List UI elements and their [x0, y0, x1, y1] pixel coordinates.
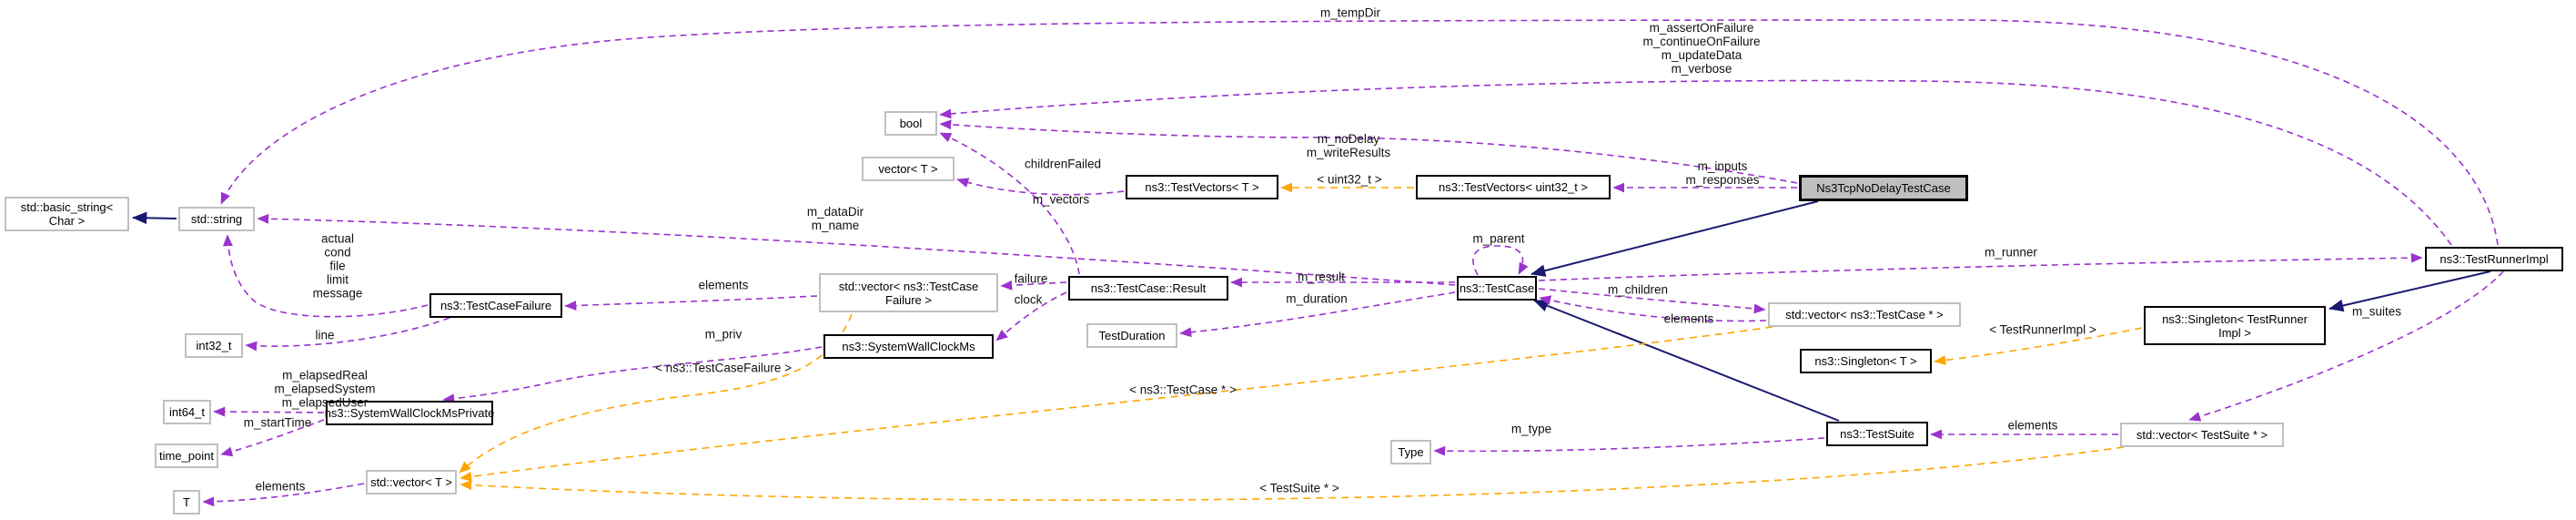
node-std-string: std::string — [178, 207, 255, 231]
edge-member-m-suites — [2188, 270, 2504, 422]
edge-label-template-test-case-failure: < ns3::TestCaseFailure > — [654, 361, 793, 375]
edge-inherit-test-runner-impl-to-singleton — [2329, 270, 2491, 312]
node-int32-t: int32_t — [185, 333, 243, 358]
edge-member-runner-flags — [939, 79, 2452, 246]
node-int64-t: int64_t — [163, 400, 211, 424]
edge-label-template-test-case-ptr: < ns3::TestCase * > — [1129, 382, 1237, 397]
edge-label-member-failure-strings: actual cond file limit message — [312, 231, 363, 301]
edge-label-member-m-starttime: m_startTime — [243, 415, 312, 430]
node-singleton-test-runner-impl[interactable]: ns3::Singleton< TestRunner Impl > — [2144, 306, 2326, 345]
node-singleton-t[interactable]: ns3::Singleton< T > — [1800, 349, 1932, 373]
edge-inherit-main-to-test-case — [1530, 200, 1819, 277]
node-vector-test-case-failure: std::vector< ns3::TestCase Failure > — [819, 273, 998, 312]
edge-member-m-parent — [1472, 245, 1529, 276]
edge-label-member-m-suites: m_suites — [2351, 304, 2402, 319]
edge-label-member-elements-testsuite: elements — [2007, 418, 2058, 433]
edge-label-member-childrenfailed: childrenFailed — [1024, 157, 1102, 171]
edge-member-line — [245, 317, 450, 352]
edge-label-member-elements-t: elements — [255, 479, 306, 494]
node-test-case-failure[interactable]: ns3::TestCaseFailure — [429, 293, 562, 318]
edge-label-member-m-priv: m_priv — [704, 327, 742, 342]
edge-label-member-failure: failure — [1014, 271, 1048, 286]
node-bool: bool — [884, 111, 937, 136]
node-time-point: time_point — [155, 444, 218, 468]
node-test-vectors-t[interactable]: ns3::TestVectors< T > — [1126, 175, 1278, 199]
edge-label-member-m-inputs: m_inputs m_responses — [1685, 159, 1760, 187]
edge-label-member-clock: clock — [1014, 292, 1043, 307]
edge-inherit-string-to-basic-string — [132, 211, 177, 225]
edge-member-elements-tcf — [564, 295, 818, 311]
edge-label-template-test-suite-ptr: < TestSuite * > — [1259, 481, 1339, 495]
node-system-wall-clock-ms[interactable]: ns3::SystemWallClockMs — [823, 334, 994, 359]
edge-member-elements-t — [202, 483, 365, 507]
edge-member-elements-testcase — [1539, 295, 1767, 322]
edge-member-m-nodelay — [939, 119, 1798, 184]
node-vector-test-case-ptr: std::vector< ns3::TestCase * > — [1768, 302, 1961, 327]
edge-label-member-elapsed: m_elapsedReal m_elapsedSystem m_elapsedU… — [274, 368, 376, 410]
edge-member-failure — [1000, 280, 1067, 291]
edge-template-test-case-ptr — [460, 326, 1773, 482]
edge-member-m-starttime — [220, 419, 325, 457]
edge-label-member-elements-tcf: elements — [698, 278, 749, 292]
edge-label-member-line: line — [315, 328, 335, 342]
node-test-duration: TestDuration — [1086, 323, 1177, 348]
edge-template-test-suite-ptr — [460, 446, 2125, 502]
edge-label-template-uint32: < uint32_t > — [1317, 172, 1382, 187]
edge-label-template-test-runner-impl: < TestRunnerImpl > — [1989, 322, 2096, 337]
node-test-vectors-uint32-t[interactable]: ns3::TestVectors< uint32_t > — [1416, 175, 1611, 199]
edge-label-member-m-duration: m_duration — [1286, 291, 1348, 306]
edge-template-test-case-failure — [459, 313, 853, 474]
node-type: Type — [1390, 440, 1431, 464]
edge-member-m-type — [1433, 437, 1825, 456]
edge-label-member-m-type: m_type — [1510, 422, 1552, 436]
node-test-runner-impl[interactable]: ns3::TestRunnerImpl — [2425, 247, 2563, 271]
edge-label-member-m-children: m_children — [1607, 282, 1669, 297]
node-test-case-result[interactable]: ns3::TestCase::Result — [1068, 276, 1228, 301]
edge-inherit-test-suite-to-test-case — [1533, 300, 1840, 422]
node-vector-test-suite-ptr: std::vector< TestSuite * > — [2120, 423, 2284, 447]
edge-member-m-children — [1538, 288, 1766, 314]
edge-member-m-duration — [1179, 291, 1456, 338]
node-system-wall-clock-ms-private[interactable]: ns3::SystemWallClockMsPrivate — [325, 401, 494, 425]
edge-label-member-m-tempdir: m_tempDir — [1319, 5, 1381, 20]
node-std-vector-t: std::vector< T > — [366, 470, 457, 495]
edge-member-m-tempdir — [220, 19, 2499, 246]
edge-label-member-runner-flags: m_assertOnFailure m_continueOnFailure m_… — [1642, 21, 1761, 76]
edge-template-test-runner-impl — [1934, 327, 2143, 365]
edge-label-member-elements-testcase: elements — [1663, 311, 1714, 326]
node-t: T — [173, 490, 200, 515]
node-vector-t: vector< T > — [862, 157, 955, 181]
edge-member-m-datadir-m-name — [257, 213, 1456, 286]
edge-member-clock — [995, 291, 1067, 342]
edge-label-member-m-vectors: m_vectors — [1032, 192, 1090, 207]
edge-member-elapsed — [213, 406, 325, 417]
node-basic-string: std::basic_string< Char > — [5, 197, 129, 231]
edge-label-member-m-datadir-m-name: m_dataDir m_name — [806, 205, 864, 232]
node-test-case[interactable]: ns3::TestCase — [1457, 276, 1537, 301]
edge-label-member-m-nodelay: m_noDelay m_writeResults — [1306, 132, 1391, 159]
edge-member-failure-strings — [222, 234, 429, 318]
edge-label-member-m-parent: m_parent — [1472, 231, 1525, 246]
edge-label-member-m-result: m_result — [1298, 270, 1345, 284]
node-ns3-tcp-no-delay-test-case: Ns3TcpNoDelayTestCase — [1799, 175, 1968, 201]
edge-label-member-m-runner: m_runner — [1985, 245, 2037, 260]
node-test-suite[interactable]: ns3::TestSuite — [1826, 422, 1928, 446]
edge-member-m-runner — [1538, 252, 2423, 281]
